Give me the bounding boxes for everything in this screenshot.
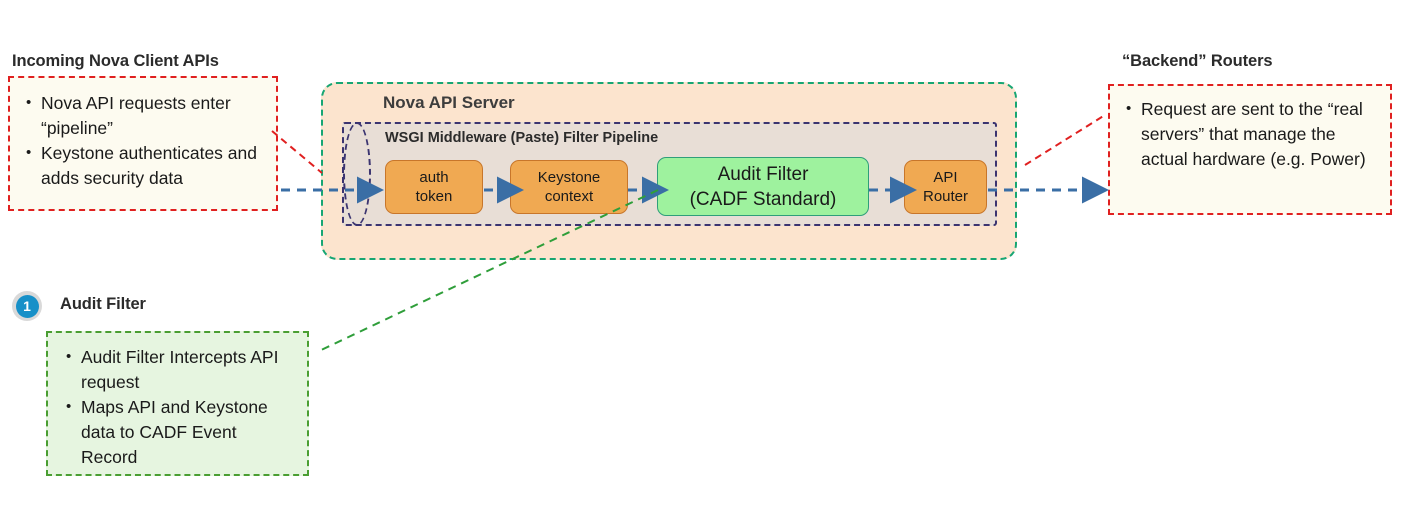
callout-number-badge-value: 1: [15, 294, 39, 318]
node-auth-token-line-2: token: [415, 188, 453, 205]
wsgi-pipeline-title: WSGI Middleware (Paste) Filter Pipeline: [385, 130, 659, 146]
node-audit-filter-line-1: Audit Filter: [717, 163, 809, 185]
callout-1-heading: Audit Filter: [60, 295, 146, 313]
leader-line-left: [271, 130, 323, 174]
callout-number-badge-icon: 1: [12, 291, 42, 321]
node-keystone-context-line-2: context: [544, 188, 594, 205]
node-audit-filter[interactable]: Audit Filter (CADF Standard): [657, 157, 869, 216]
node-api-router-line-1: API: [933, 169, 958, 186]
left-panel-heading: Incoming Nova Client APIs: [12, 52, 219, 70]
right-panel-heading: “Backend” Routers: [1122, 52, 1273, 70]
node-keystone-context[interactable]: Keystone context: [510, 160, 628, 214]
nova-api-server-title: Nova API Server: [383, 93, 515, 112]
left-panel-box: Nova API requests enter “pipeline” Keyst…: [8, 76, 278, 211]
node-api-router[interactable]: API Router: [904, 160, 987, 214]
node-api-router-line-2: Router: [922, 188, 969, 205]
list-item: Maps API and Keystone data to CADF Event…: [64, 394, 297, 470]
list-item: Request are sent to the “real servers” t…: [1124, 96, 1378, 172]
pipeline-entry-ellipse: [343, 122, 371, 226]
leader-line-right: [1024, 114, 1106, 166]
right-panel-box: Request are sent to the “real servers” t…: [1108, 84, 1392, 215]
list-item: Audit Filter Intercepts API request: [64, 344, 297, 395]
node-auth-token[interactable]: auth token: [385, 160, 483, 214]
right-panel-bullets: Request are sent to the “real servers” t…: [1124, 96, 1378, 172]
node-keystone-context-line-1: Keystone: [537, 169, 601, 186]
list-item: Nova API requests enter “pipeline”: [24, 90, 266, 141]
node-auth-token-line-1: auth: [419, 169, 449, 186]
nova-api-server-container: Nova API Server WSGI Middleware (Paste) …: [321, 82, 1017, 260]
callout-1-box: Audit Filter Intercepts API request Maps…: [46, 331, 309, 476]
left-panel-bullets: Nova API requests enter “pipeline” Keyst…: [24, 90, 266, 191]
list-item: Keystone authenticates and adds security…: [24, 140, 266, 191]
node-audit-filter-line-2: (CADF Standard): [689, 188, 837, 210]
callout-1-bullets: Audit Filter Intercepts API request Maps…: [64, 344, 297, 470]
